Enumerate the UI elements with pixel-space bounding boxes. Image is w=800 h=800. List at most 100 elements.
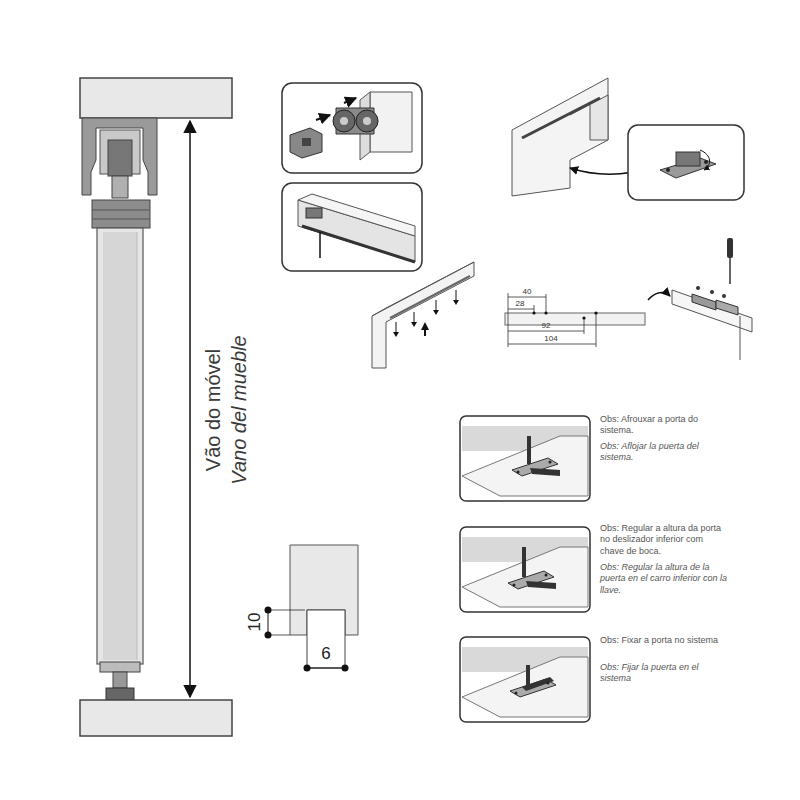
rail-panel [282, 183, 422, 271]
dimension-label: Vão do móvel [202, 349, 225, 471]
rail-panel [302, 226, 415, 262]
cabinet [704, 160, 708, 164]
adjust-panels [517, 471, 520, 474]
cabinet [512, 78, 744, 200]
adjust-panels [547, 682, 550, 685]
dimension-lines [505, 313, 645, 325]
trolley-panel [290, 128, 322, 158]
notch-detail [265, 545, 359, 672]
section-profile [137, 232, 138, 660]
dimension-lines [594, 311, 597, 314]
top-rail [453, 300, 459, 305]
adjust-panels [515, 692, 518, 695]
rail-panel [319, 232, 321, 258]
top-rail [414, 312, 415, 322]
notch-detail [304, 665, 311, 672]
dimension-value: 28 [516, 299, 525, 308]
notch-detail [265, 632, 272, 639]
top-rail [411, 322, 417, 327]
adjust-panels [462, 657, 588, 717]
trolley-panel [333, 110, 355, 132]
cabinet [676, 152, 700, 166]
section-profile [189, 121, 191, 697]
dimension-lines [722, 294, 726, 298]
dimension-value: 6 [321, 644, 330, 664]
trolley-panel [363, 117, 371, 125]
dimension-lines [648, 293, 670, 300]
adjust-panels [460, 637, 590, 722]
dimension-lines [508, 297, 546, 298]
adjust-panels [526, 665, 530, 685]
adjust-panels [462, 547, 588, 607]
dimension-lines [582, 316, 585, 319]
dimension-value: 92 [542, 321, 551, 330]
top-rail [390, 276, 470, 318]
section-profile [97, 228, 143, 664]
adjust-panels [527, 436, 531, 464]
dimension-value: 40 [523, 287, 532, 296]
adjust-panels [522, 547, 526, 577]
adjust-panels [460, 527, 590, 612]
note: Obs: Fixar a porta no sistema [600, 635, 725, 646]
trolley-panel [302, 138, 311, 146]
note: Obs: Regular la altura de la puerta en e… [600, 562, 728, 596]
trolley-panel [282, 83, 422, 173]
top-rail [372, 262, 474, 368]
dimension-lines [740, 316, 741, 360]
notch-detail [268, 610, 305, 611]
section-profile [106, 688, 134, 700]
top-rail [372, 262, 474, 368]
trolley-panel [282, 83, 422, 173]
dimension-lines [596, 312, 597, 347]
notch-detail [307, 668, 345, 669]
dimension-lines [729, 258, 731, 284]
dimension-lines [508, 293, 509, 347]
dimension-lines [508, 344, 596, 345]
adjust-panels [545, 574, 548, 577]
notch-detail [268, 610, 269, 635]
dimension-label: Vano del mueble [228, 335, 251, 484]
adjust-panels [460, 416, 590, 501]
dimension-lines [696, 286, 700, 290]
trolley-panel [344, 98, 356, 103]
rail-panel [282, 183, 422, 271]
dimension-lines [508, 309, 534, 310]
cabinet [700, 150, 710, 170]
top-rail [433, 310, 439, 315]
adjust-panels [530, 468, 560, 476]
top-rail [421, 322, 429, 336]
note: Obs: Fijar la puerta en el sistema [600, 662, 725, 685]
trolley-panel [340, 117, 348, 125]
adjust-panels [513, 584, 516, 587]
section-profile [80, 78, 232, 118]
dimension-value: 104 [544, 334, 557, 343]
dimension-value: 10 [245, 613, 265, 632]
section-profile [80, 700, 232, 736]
dimension-lines [727, 238, 733, 258]
adjust-panels [462, 436, 588, 496]
section-profile [103, 232, 137, 660]
dimension-lines [716, 300, 738, 315]
cabinet [628, 125, 744, 200]
top-rail [396, 322, 397, 332]
cabinet [522, 98, 600, 138]
note: Obs: Aflojar la puerta del sistema. [600, 441, 725, 464]
section-profile [112, 176, 128, 198]
cabinet [570, 95, 608, 140]
dimension-lines [710, 290, 714, 294]
dimension-lines [505, 238, 752, 360]
section-profile [113, 672, 127, 688]
section-profile [100, 662, 140, 672]
dimension-lines [544, 311, 547, 314]
dimension-lines [584, 318, 585, 334]
dimension-lines [532, 311, 535, 314]
adjust-panels [460, 416, 590, 501]
trolley-panel [356, 110, 378, 132]
note: Obs: Regular a altura da porta no desliz… [600, 523, 728, 557]
notch-detail [342, 665, 349, 672]
rail-panel [306, 208, 322, 218]
top-rail [456, 290, 457, 300]
adjust-panels [460, 527, 590, 612]
